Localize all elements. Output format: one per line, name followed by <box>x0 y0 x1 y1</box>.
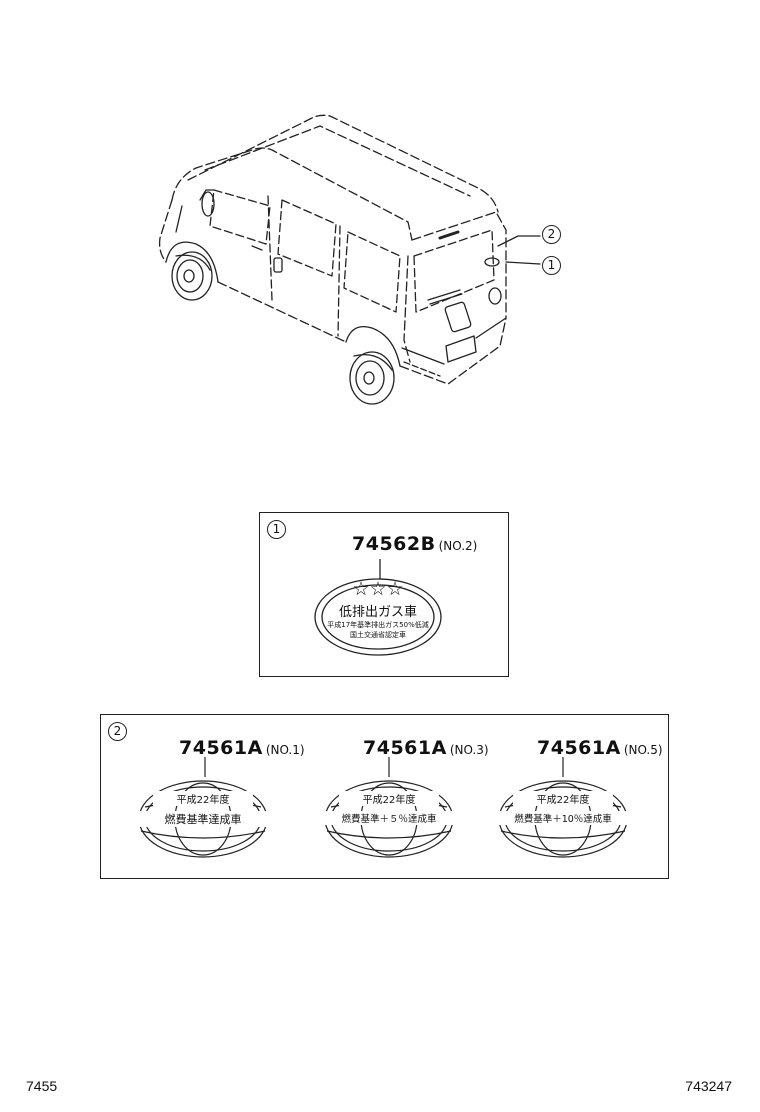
box2-item-2-line1: 平成22年度 <box>339 791 439 806</box>
part-number: 74561A <box>537 737 621 759</box>
box1-index: 1 <box>267 520 286 539</box>
label-box-1: 1 74562B(NO.2) ☆☆☆ 低排出ガス車 平成17年基準排出ガス50%… <box>259 512 509 677</box>
callout-2: 2 <box>542 225 561 244</box>
variant: (NO.2) <box>438 539 478 553</box>
part-number: 74561A <box>179 737 263 759</box>
box2-item-1-line2: 燃費基準達成車 <box>137 811 269 827</box>
box2-item-3-line2: 燃費基準＋10％達成車 <box>497 811 629 825</box>
box1-label-graphic <box>314 559 442 656</box>
box2-item-3-line1: 平成22年度 <box>513 791 613 806</box>
box2-item-2-line2: 燃費基準＋５％達成車 <box>323 811 455 825</box>
box1-label-sub2: 国土交通省認定車 <box>350 631 406 639</box>
part-number: 74561A <box>363 737 447 759</box>
box2-index: 2 <box>108 722 127 741</box>
box2-item-1-line1: 平成22年度 <box>153 791 253 806</box>
box1-part-number: 74562B(NO.2) <box>352 533 477 555</box>
label-box-2: 2 74561A(NO.1) 平成22年度 燃費基準達成車 <box>100 714 669 879</box>
box1-label-main: 低排出ガス車 <box>338 605 417 620</box>
box2-item-3-part-number: 74561A(NO.5) <box>537 737 663 759</box>
footer-right-code: 743247 <box>685 1078 732 1094</box>
callout-1: 1 <box>542 256 561 275</box>
part-number: 74562B <box>352 533 436 555</box>
box1-stars: ☆☆☆ <box>352 578 404 600</box>
van-illustration <box>158 114 541 405</box>
variant: (NO.3) <box>449 743 489 757</box>
variant: (NO.5) <box>623 743 663 757</box>
box2-item-1-part-number: 74561A(NO.1) <box>179 737 305 759</box>
box1-label-sub1: 平成17年基準排出ガス50%低減 <box>327 621 429 629</box>
footer-left-code: 7455 <box>26 1078 58 1094</box>
box2-item-2-part-number: 74561A(NO.3) <box>363 737 489 759</box>
variant: (NO.1) <box>265 743 305 757</box>
